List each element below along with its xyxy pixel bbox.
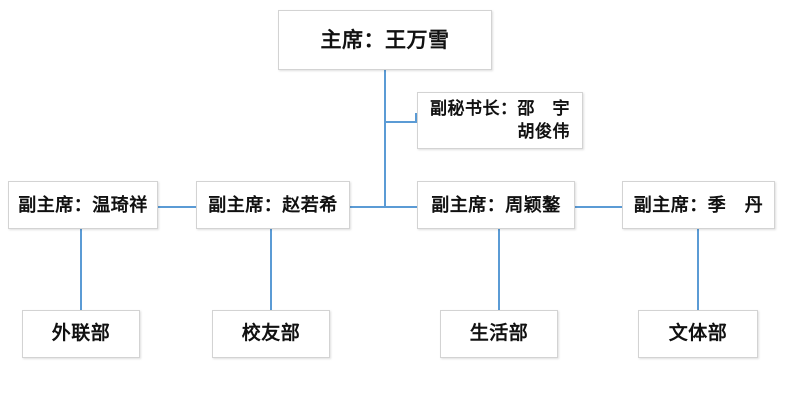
node-vice-chair-4-label: 副主席：季 丹 bbox=[633, 194, 764, 215]
node-vice-chair-2-label: 副主席：赵若希 bbox=[208, 194, 338, 215]
node-vice-chair-2[interactable]: 副主席：赵若希 bbox=[196, 181, 350, 229]
node-deputy-secretary-general[interactable]: 副秘书长：邵 宇 胡俊伟 bbox=[417, 92, 583, 149]
connector-vice1-to-dept1 bbox=[80, 229, 82, 311]
node-department-1[interactable]: 外联部 bbox=[22, 310, 140, 358]
connector-vice2-to-dept2 bbox=[270, 229, 272, 311]
node-vice-chair-1[interactable]: 副主席：温琦祥 bbox=[8, 181, 158, 229]
node-vice-chair-3[interactable]: 副主席：周颖鏊 bbox=[417, 181, 575, 229]
node-vice-chair-4[interactable]: 副主席：季 丹 bbox=[622, 181, 775, 229]
connector-secretary-endcap bbox=[415, 113, 417, 123]
node-department-2[interactable]: 校友部 bbox=[212, 310, 330, 358]
node-vice-chair-1-label: 副主席：温琦祥 bbox=[18, 194, 148, 215]
node-department-3-label: 生活部 bbox=[469, 323, 529, 345]
connector-vice-bus-center bbox=[350, 206, 418, 208]
connector-vice-bus-right bbox=[575, 206, 623, 208]
node-department-2-label: 校友部 bbox=[241, 323, 301, 345]
connector-vice-bus-left bbox=[158, 206, 197, 208]
node-department-4-label: 文体部 bbox=[668, 323, 728, 345]
connector-chairman-to-secretary bbox=[384, 121, 418, 123]
connector-vice4-to-dept4 bbox=[697, 229, 699, 311]
connector-chairman-trunk bbox=[384, 70, 386, 208]
connector-vice3-to-dept3 bbox=[498, 229, 500, 311]
node-vice-chair-3-label: 副主席：周颖鏊 bbox=[431, 194, 561, 215]
node-department-1-label: 外联部 bbox=[51, 323, 111, 345]
node-department-4[interactable]: 文体部 bbox=[638, 310, 758, 358]
node-deputy-secretary-general-label: 副秘书长：邵 宇 胡俊伟 bbox=[430, 98, 570, 141]
node-chairman-label: 主席：王万雪 bbox=[320, 27, 450, 52]
node-department-3[interactable]: 生活部 bbox=[440, 310, 558, 358]
node-chairman[interactable]: 主席：王万雪 bbox=[278, 10, 492, 70]
